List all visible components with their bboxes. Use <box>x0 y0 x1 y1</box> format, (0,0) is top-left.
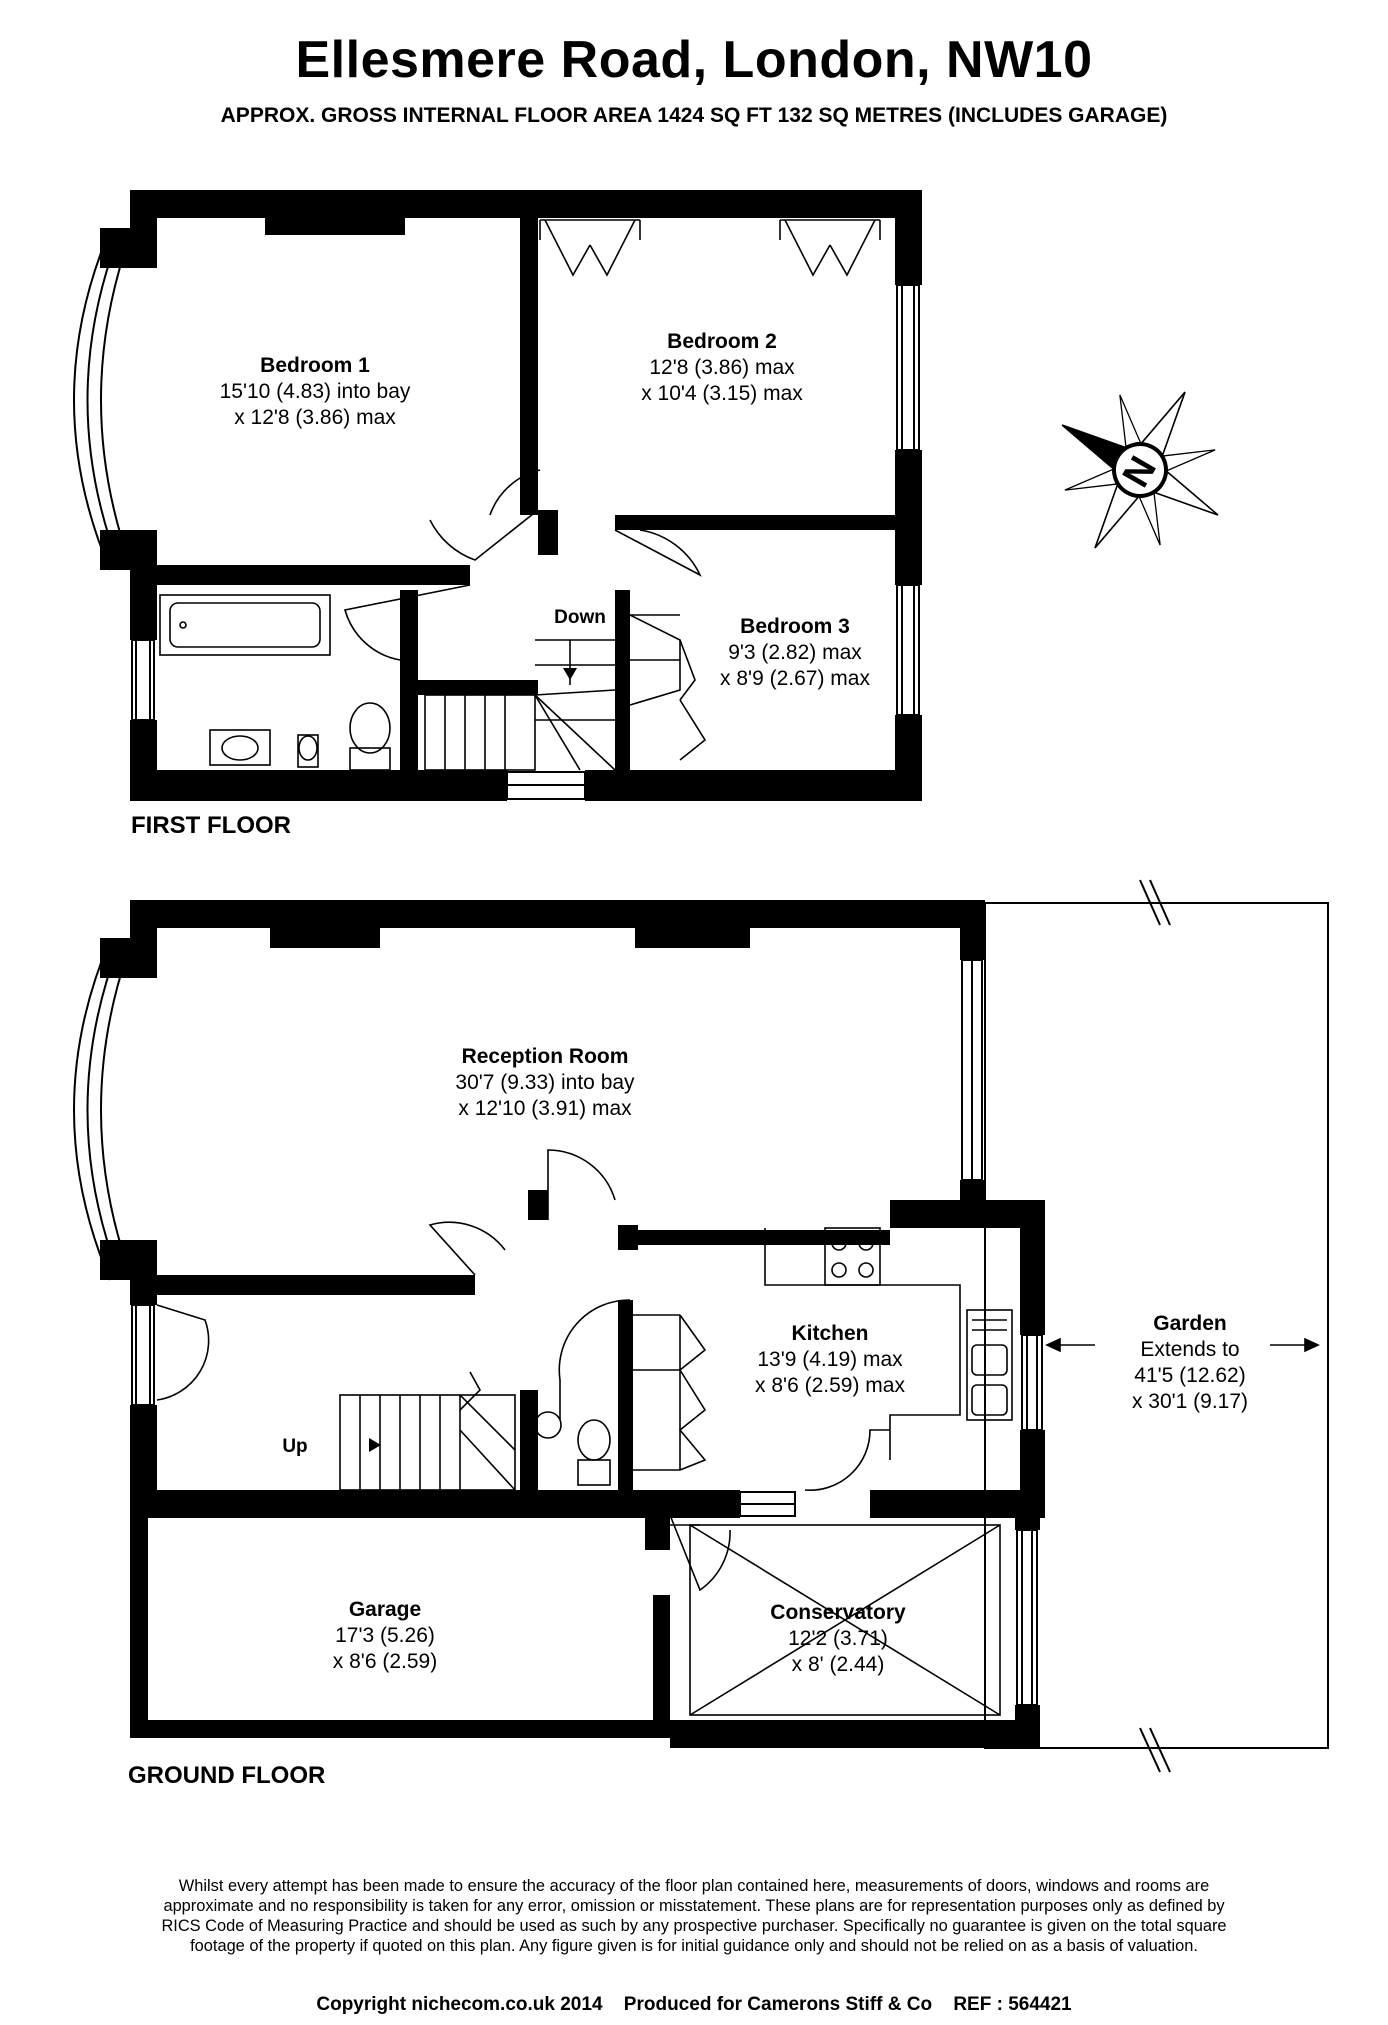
gf-cons-window <box>1016 1529 1038 1706</box>
room-dim-kitchen-b: x 8'6 (2.59) max <box>755 1374 905 1397</box>
compass-icon <box>1061 391 1219 549</box>
gf-kitchen-right-top <box>1020 1200 1045 1335</box>
room-dim-garden-c: x 30'1 (9.17) <box>1132 1390 1248 1413</box>
ff-bay-window-outer <box>73 229 111 571</box>
first-floor-label: FIRST FLOOR <box>131 812 291 839</box>
ff-bidet <box>297 734 319 768</box>
room-dim-bedroom-3-a: 9'3 (2.82) max <box>728 641 862 664</box>
gf-partition-reception-bottom <box>145 1275 475 1295</box>
ff-partition-landing <box>538 510 558 555</box>
ff-partition-stair-right <box>615 590 630 785</box>
ff-bay-window-inner <box>100 235 131 565</box>
ff-window-right-b3 <box>896 584 920 716</box>
gf-wc <box>577 1459 611 1486</box>
ff-wc <box>349 747 391 771</box>
ff-wall-right-top <box>895 190 922 285</box>
room-dim-bedroom-2-b: x 10'4 (3.15) max <box>641 382 803 405</box>
ff-wall-top-right <box>535 190 922 218</box>
footer-copyright: Copyright nichecom.co.uk 2014 <box>316 1994 603 2015</box>
ff-window-right-b2 <box>896 284 920 451</box>
gf-basin <box>534 1411 562 1439</box>
room-dim-bedroom-1-a: 15'10 (4.83) into bay <box>220 380 411 403</box>
gf-wall-top-pier2 <box>635 900 750 948</box>
footer-produced: Produced for Camerons Stiff & Co <box>623 1994 933 2015</box>
gf-window-left <box>131 1304 155 1406</box>
ff-bath <box>159 594 331 656</box>
gf-main-floor-divider <box>130 1490 740 1518</box>
gf-garage-bottom <box>130 1720 670 1738</box>
gf-wall-top-mid <box>380 900 635 928</box>
stair-label-up: Up <box>282 1436 307 1457</box>
gf-partition-hall-wall <box>620 1230 890 1245</box>
room-dim-kitchen-a: 13'9 (4.19) max <box>757 1348 903 1371</box>
room-dim-bedroom-1-b: x 12'8 (3.86) max <box>234 406 396 429</box>
gf-kitchen-window <box>1021 1334 1043 1431</box>
room-name-garage: Garage <box>349 1598 421 1621</box>
room-dim-conservatory-b: x 8' (2.44) <box>792 1653 885 1676</box>
gf-partition-wc-left <box>520 1390 538 1510</box>
room-dim-bedroom-3-b: x 8'9 (2.67) max <box>720 667 870 690</box>
ff-wall-top-window-pier <box>265 190 405 235</box>
footer: Copyright nichecom.co.uk 2014 Produced f… <box>0 1994 1388 2016</box>
room-name-kitchen: Kitchen <box>791 1322 868 1345</box>
ff-wall-left-bottom <box>130 720 157 801</box>
gf-kitchen-top <box>890 1200 1045 1228</box>
room-dim-bedroom-2-a: 12'8 (3.86) max <box>649 356 795 379</box>
gf-cons-right-bottom <box>1015 1705 1040 1748</box>
gf-garage-left <box>130 1505 148 1735</box>
footer-ref: REF : 564421 <box>953 1994 1072 2015</box>
kitchen-worktop <box>764 1228 961 1460</box>
gf-garage-right <box>653 1595 670 1738</box>
kitchen-sink <box>966 1309 1013 1421</box>
room-dim-reception-a: 30'7 (9.33) into bay <box>455 1071 635 1094</box>
room-dim-garage-b: x 8'6 (2.59) <box>333 1650 437 1673</box>
room-name-bedroom-1: Bedroom 1 <box>260 354 370 377</box>
garden-boundary <box>984 902 1329 1749</box>
ff-partition-b1-b2 <box>520 215 538 515</box>
ff-staircase <box>424 694 536 771</box>
ff-bay-window-mid <box>86 231 121 569</box>
ff-partition-stair-top <box>418 680 538 695</box>
ff-partition-b2-b3 <box>615 515 910 530</box>
gf-staircase <box>339 1394 516 1491</box>
ff-partition-bath-right <box>400 590 418 780</box>
conservatory-roof <box>689 1524 1001 1716</box>
gf-partition-kitchen-left <box>618 1300 633 1510</box>
disclaimer-text: Whilst every attempt has been made to en… <box>161 1877 1227 1955</box>
room-name-conservatory: Conservatory <box>770 1601 906 1624</box>
gf-bay-window-mid <box>86 941 121 1279</box>
gf-cons-right-top <box>1015 1505 1040 1530</box>
gf-bay-window-outer <box>73 939 111 1281</box>
gf-bay-window-inner <box>100 945 131 1275</box>
ff-window-left <box>131 639 155 721</box>
ff-partition-b1-bath <box>145 565 470 585</box>
ground-floor-label: GROUND FLOOR <box>128 1762 326 1789</box>
room-dim-garage-a: 17'3 (5.26) <box>335 1624 435 1647</box>
ff-basin <box>209 729 271 766</box>
gf-wall-top-right <box>750 900 985 928</box>
ff-wall-bottom-left <box>130 770 507 801</box>
gf-wall-right-top <box>960 900 985 960</box>
floor-area-subtitle: APPROX. GROSS INTERNAL FLOOR AREA 1424 S… <box>220 104 1168 127</box>
room-name-bedroom-2: Bedroom 2 <box>667 330 777 353</box>
kitchen-hob <box>824 1227 881 1286</box>
stair-label-down: Down <box>554 607 606 628</box>
plan-title: Ellesmere Road, London, NW10 <box>295 31 1093 89</box>
gf-cons-bottom <box>670 1720 1040 1748</box>
room-dim-garden-a: Extends to <box>1140 1338 1239 1361</box>
room-dim-conservatory-a: 12'2 (3.71) <box>788 1627 888 1650</box>
gf-wall-top-pier1 <box>270 900 380 948</box>
ff-wall-top-mid <box>405 190 535 218</box>
gf-garage-right-top <box>645 1505 670 1550</box>
room-name-reception: Reception Room <box>462 1045 629 1068</box>
room-dim-garden-b: 41'5 (12.62) <box>1134 1364 1245 1387</box>
ff-wall-bottom-right <box>585 770 922 801</box>
gf-partition-hall <box>528 1190 548 1220</box>
room-dim-reception-b: x 12'10 (3.91) max <box>458 1097 632 1120</box>
room-name-bedroom-3: Bedroom 3 <box>740 615 850 638</box>
room-name-garden: Garden <box>1153 1312 1227 1335</box>
